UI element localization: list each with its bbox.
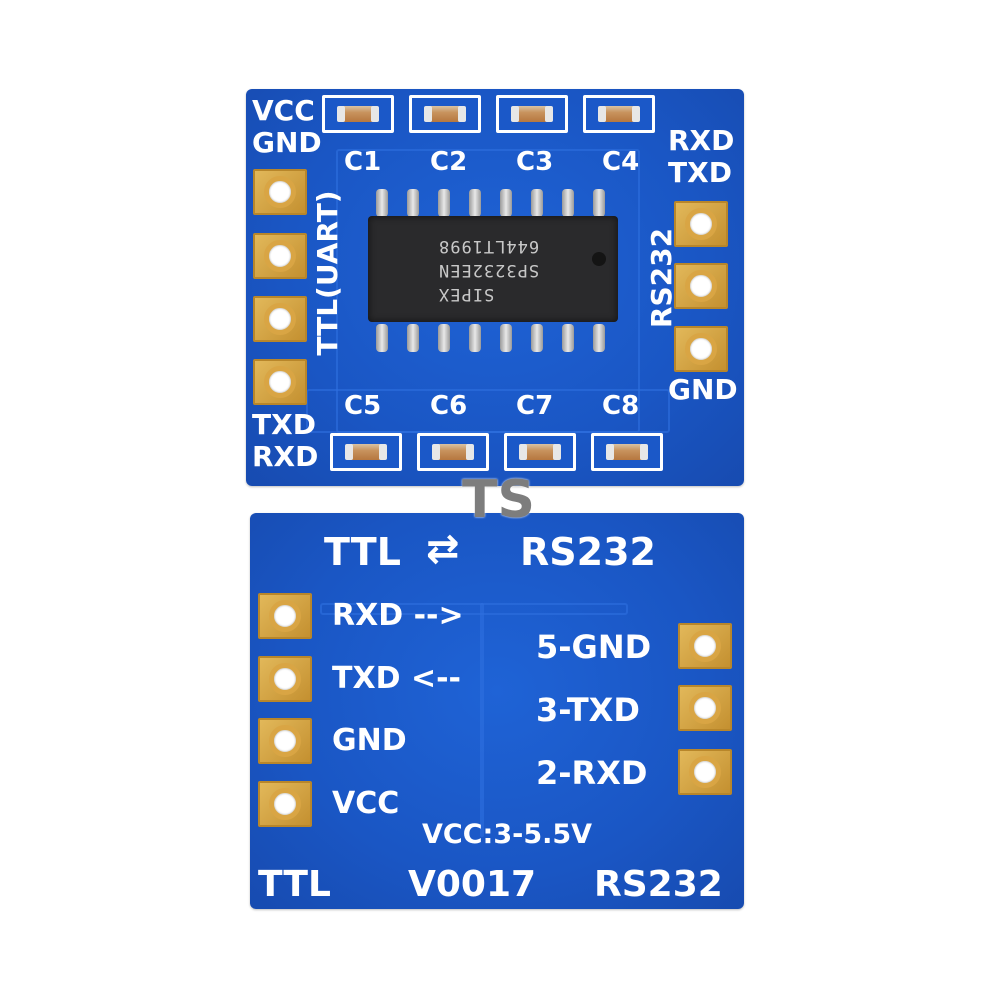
chip-marking-2: SP3232EEN (438, 260, 540, 280)
chip-marking-3: SIPEX (438, 284, 495, 304)
chip-pin (531, 189, 543, 217)
pad-right-1 (674, 201, 728, 247)
pin-label-txd: TXD <-- (332, 661, 461, 696)
pin-label-rxd: RXD --> (332, 598, 464, 633)
chip-pin (376, 324, 388, 352)
label-c5: C5 (344, 391, 382, 421)
capacitor-body (432, 444, 474, 460)
cap-c1 (322, 95, 394, 133)
footer-ttl: TTL (258, 864, 331, 905)
label-ttl-uart: TTL(UART) (311, 190, 344, 356)
watermark-ts: TS (462, 470, 535, 530)
pin-label-gnd: GND (332, 723, 407, 758)
label-c2: C2 (430, 147, 468, 177)
capacitor-body (598, 106, 640, 122)
label-gnd-right: GND (668, 373, 738, 406)
chip-pin (438, 324, 450, 352)
label-rxd-top: RXD (252, 440, 319, 473)
pad-bottom-left-3 (258, 718, 312, 764)
label-c3: C3 (516, 147, 554, 177)
cap-c3 (496, 95, 568, 133)
header-rs232: RS232 (520, 530, 656, 574)
pad-bottom-left-2 (258, 656, 312, 702)
chip-pin (500, 189, 512, 217)
label-c6: C6 (430, 391, 468, 421)
pad-bottom-left-4 (258, 781, 312, 827)
pad-bottom-left-1 (258, 593, 312, 639)
label-c7: C7 (516, 391, 554, 421)
capacitor-body (337, 106, 379, 122)
cap-c5 (330, 433, 402, 471)
pad-bottom-right-1 (678, 623, 732, 669)
sp3232-chip: 644LT1998 SP3232EEN SIPEX (368, 216, 618, 322)
pin-label-vcc: VCC (332, 786, 400, 821)
capacitor-body (424, 106, 466, 122)
cap-c4 (583, 95, 655, 133)
cap-c6 (417, 433, 489, 471)
chip-pin (500, 324, 512, 352)
header-ttl: TTL (324, 530, 401, 574)
chip-pin (376, 189, 388, 217)
capacitor-body (519, 444, 561, 460)
label-rxd-right: RXD (668, 124, 735, 157)
label-c4: C4 (602, 147, 640, 177)
pad-left-1 (253, 169, 307, 215)
capacitor-body (345, 444, 387, 460)
footer-v0017: V0017 (408, 864, 537, 905)
chip-pin (469, 324, 481, 352)
capacitor-body (511, 106, 553, 122)
pad-bottom-right-3 (678, 749, 732, 795)
label-gnd-top: GND (252, 126, 322, 159)
pin1-dot (592, 252, 606, 266)
pad-left-2 (253, 233, 307, 279)
bottom-pcb-board: TTL ⇄ RS232 RXD --> TXD <-- GND VCC 5-GN… (250, 513, 744, 909)
label-c1: C1 (344, 147, 382, 177)
chip-pin (469, 189, 481, 217)
capacitor-body (606, 444, 648, 460)
label-c8: C8 (602, 391, 640, 421)
pad-left-4 (253, 359, 307, 405)
chip-pin (562, 324, 574, 352)
cap-c2 (409, 95, 481, 133)
label-rs232-vertical: RS232 (645, 227, 678, 329)
pad-bottom-right-2 (678, 685, 732, 731)
chip-marking-1: 644LT1998 (438, 236, 540, 256)
chip-pin (593, 189, 605, 217)
label-txd-right: TXD (668, 156, 732, 189)
pin-label-2-rxd: 2-RXD (536, 754, 648, 792)
chip-pin (407, 324, 419, 352)
chip-pin (531, 324, 543, 352)
header-arrows: ⇄ (426, 526, 460, 572)
chip-pin (562, 189, 574, 217)
label-txd-top: TXD (252, 408, 316, 441)
pad-left-3 (253, 296, 307, 342)
pad-right-3 (674, 326, 728, 372)
chip-pin (438, 189, 450, 217)
cap-c7 (504, 433, 576, 471)
voltage-label: VCC:3-5.5V (422, 819, 593, 850)
pad-right-2 (674, 263, 728, 309)
pin-label-3-txd: 3-TXD (536, 691, 640, 729)
cap-c8 (591, 433, 663, 471)
pin-label-5-gnd: 5-GND (536, 628, 652, 666)
label-vcc-top: VCC (252, 94, 315, 127)
footer-rs232: RS232 (594, 864, 723, 905)
chip-pin (407, 189, 419, 217)
top-pcb-board: VCC GND TXD RXD TTL(UART) RXD TXD GND RS… (246, 89, 744, 486)
chip-pin (593, 324, 605, 352)
